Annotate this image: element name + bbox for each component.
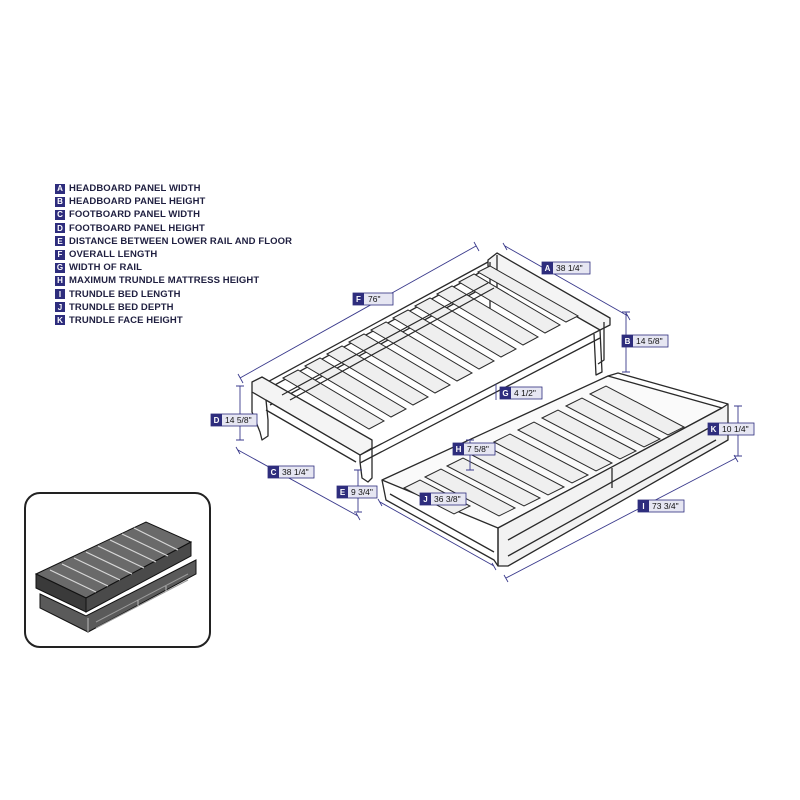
- legend-label: TRUNDLE BED DEPTH: [69, 301, 174, 313]
- dim-tag-e: E 9 3/4": [336, 485, 378, 499]
- dim-tag-k: K 10 1/4": [707, 422, 755, 436]
- dim-value-i: 73 3/4": [652, 501, 679, 511]
- legend-item-j: J TRUNDLE BED DEPTH: [55, 301, 292, 314]
- center-support: [281, 282, 495, 401]
- dim-key: A: [545, 264, 551, 273]
- dim-value-a: 38 1/4": [556, 263, 583, 273]
- dim-tag-g: G 4 1/2": [499, 386, 543, 400]
- dim-key: H: [456, 445, 462, 454]
- dim-key: I: [642, 502, 644, 511]
- legend-label: DISTANCE BETWEEN LOWER RAIL AND FLOOR: [69, 235, 293, 247]
- dim-value-f: 76": [368, 294, 380, 304]
- dim-value-c: 38 1/4": [282, 467, 309, 477]
- dim-value-k: 10 1/4": [722, 424, 749, 434]
- dim-tag-b: B 14 5/8": [621, 334, 669, 348]
- legend-label: HEADBOARD PANEL HEIGHT: [69, 196, 206, 208]
- dim-tag-c: C 38 1/4": [267, 465, 315, 479]
- legend-label: WIDTH OF RAIL: [69, 262, 143, 274]
- dim-value-j: 36 3/8": [434, 494, 461, 504]
- dim-key: K: [711, 425, 717, 434]
- legend-key: K: [55, 315, 65, 326]
- legend-key: G: [55, 262, 65, 273]
- legend-item-e: E DISTANCE BETWEEN LOWER RAIL AND FLOOR: [55, 235, 292, 248]
- legend-key: I: [55, 289, 65, 300]
- legend-item-k: K TRUNDLE FACE HEIGHT: [55, 314, 292, 327]
- dim-tag-f: F 76": [352, 292, 394, 306]
- legend-label: MAXIMUM TRUNDLE MATTRESS HEIGHT: [69, 275, 260, 287]
- dim-key: G: [502, 389, 508, 398]
- dim-tag-d: D 14 5/8": [210, 413, 258, 427]
- dimension-legend: A HEADBOARD PANEL WIDTH B HEADBOARD PANEL …: [55, 182, 292, 327]
- dim-tag-a: A 38 1/4": [541, 261, 591, 275]
- dim-key: B: [625, 337, 631, 346]
- legend-item-g: G WIDTH OF RAIL: [55, 261, 292, 274]
- legend-item-a: A HEADBOARD PANEL WIDTH: [55, 182, 292, 195]
- legend-key: F: [55, 249, 65, 260]
- dim-value-g: 4 1/2": [514, 388, 536, 398]
- dim-value-d: 14 5/8": [225, 415, 252, 425]
- legend-item-d: D FOOTBOARD PANEL HEIGHT: [55, 222, 292, 235]
- inset-thumbnail: [24, 492, 211, 648]
- legend-key: A: [55, 183, 65, 194]
- dim-key: D: [214, 416, 220, 425]
- legend-key: D: [55, 223, 65, 234]
- legend-item-f: F OVERALL LENGTH: [55, 248, 292, 261]
- main-bed-slats: [281, 265, 580, 430]
- dim-value-h: 7 5/8": [467, 444, 489, 454]
- legend-label: HEADBOARD PANEL WIDTH: [69, 183, 201, 195]
- dim-key: E: [340, 488, 346, 497]
- legend-item-c: C FOOTBOARD PANEL WIDTH: [55, 208, 292, 221]
- dim-key: J: [423, 495, 427, 504]
- legend-label: TRUNDLE FACE HEIGHT: [69, 314, 183, 326]
- dim-key: C: [271, 468, 277, 477]
- legend-key: H: [55, 275, 65, 286]
- legend-label: TRUNDLE BED LENGTH: [69, 288, 181, 300]
- legend-label: FOOTBOARD PANEL HEIGHT: [69, 222, 205, 234]
- legend-key: B: [55, 196, 65, 207]
- dim-key: F: [356, 295, 361, 304]
- dim-tag-h: H 7 5/8": [452, 442, 496, 456]
- dim-value-b: 14 5/8": [636, 336, 663, 346]
- legend-item-i: I TRUNDLE BED LENGTH: [55, 288, 292, 301]
- legend-item-b: B HEADBOARD PANEL HEIGHT: [55, 195, 292, 208]
- inset-bed-illustration: [34, 521, 197, 633]
- legend-item-h: H MAXIMUM TRUNDLE MATTRESS HEIGHT: [55, 274, 292, 287]
- legend-key: E: [55, 236, 65, 247]
- legend-key: C: [55, 209, 65, 220]
- legend-label: OVERALL LENGTH: [69, 249, 158, 261]
- dim-tag-j: J 36 3/8": [419, 492, 467, 506]
- legend-label: FOOTBOARD PANEL WIDTH: [69, 209, 201, 221]
- dim-tag-i: I 73 3/4": [637, 499, 685, 513]
- dim-value-e: 9 3/4": [351, 487, 373, 497]
- legend-key: J: [55, 302, 65, 313]
